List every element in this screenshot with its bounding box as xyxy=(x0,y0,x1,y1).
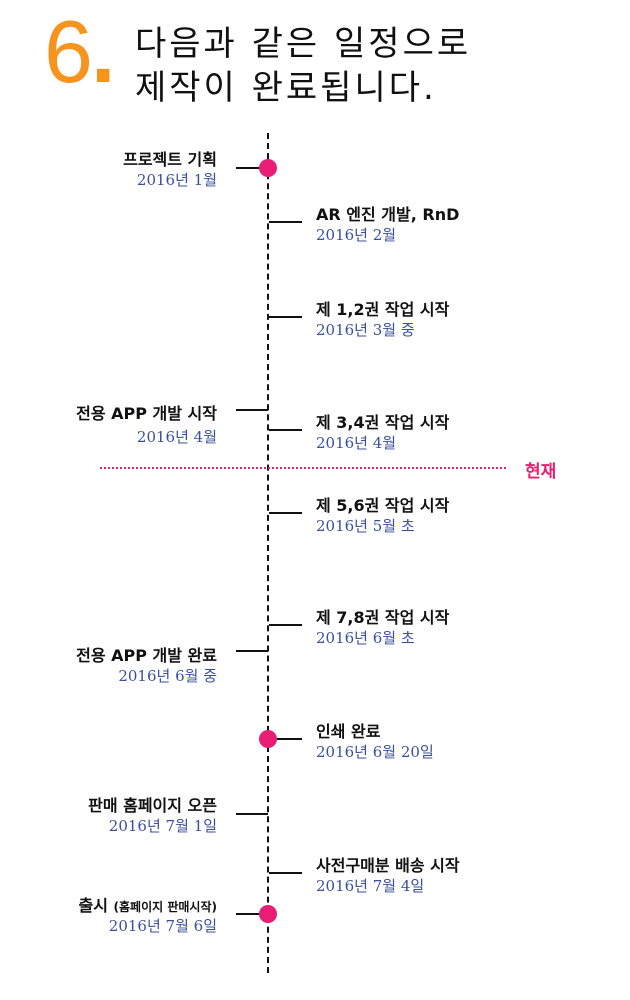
event-connector xyxy=(269,512,302,514)
event-date: 2016년 3월 중 xyxy=(316,321,415,339)
event-connector xyxy=(236,650,268,652)
event-connector xyxy=(269,624,302,626)
event-title: 전용 APP 개발 완료 xyxy=(76,642,217,666)
timeline-axis xyxy=(267,133,269,973)
milestone-dot-icon xyxy=(259,730,277,748)
event-connector xyxy=(269,429,302,431)
event-title: 판매 홈페이지 오픈 xyxy=(88,792,217,816)
page-title: 다음과 같은 일정으로 제작이 완료됩니다. xyxy=(135,22,471,110)
event-connector xyxy=(269,221,302,223)
event-date: 2016년 7월 6일 xyxy=(108,917,217,935)
event-date: 2016년 1월 xyxy=(136,171,217,189)
event-title-text: 판매 홈페이지 오픈 xyxy=(88,796,217,815)
step-number: 6. xyxy=(44,8,115,96)
current-date-line xyxy=(100,467,506,469)
event-connector xyxy=(236,913,268,915)
event-date: 2016년 7월 1일 xyxy=(108,817,217,835)
event-title: 전용 APP 개발 시작 xyxy=(76,400,217,424)
event-title: 제 3,4권 작업 시작 xyxy=(316,409,449,433)
event-title-text: 제 7,8권 작업 시작 xyxy=(316,608,450,627)
event-title-text: 프로젝트 기획 xyxy=(123,150,217,169)
event-title: 인쇄 완료 xyxy=(316,718,380,742)
event-date: 2016년 2월 xyxy=(316,226,397,244)
event-date: 2016년 5월 초 xyxy=(316,517,415,535)
event-title-text: 인쇄 완료 xyxy=(316,722,381,741)
event-title-text: 전용 APP 개발 완료 xyxy=(76,646,217,665)
step-number-digit: 6 xyxy=(44,2,93,101)
event-title-note: (홈페이지 판매시작) xyxy=(113,900,217,914)
event-date: 2016년 6월 중 xyxy=(118,667,217,685)
event-title: 제 7,8권 작업 시작 xyxy=(316,604,449,628)
event-connector xyxy=(236,409,268,411)
event-title: AR 엔진 개발, RnD xyxy=(316,201,459,225)
event-title-text: 제 5,6권 작업 시작 xyxy=(316,496,450,515)
event-date: 2016년 4월 xyxy=(316,434,397,452)
event-title: 프로젝트 기획 xyxy=(123,146,217,170)
step-number-dot: . xyxy=(90,2,115,101)
event-title: 제 1,2권 작업 시작 xyxy=(316,296,449,320)
event-date: 2016년 6월 초 xyxy=(316,629,415,647)
event-connector xyxy=(269,872,302,874)
event-date: 2016년 7월 4일 xyxy=(316,877,425,895)
event-title: 사전구매분 배송 시작 xyxy=(316,852,460,876)
event-title-text: 제 1,2권 작업 시작 xyxy=(316,300,450,319)
event-connector xyxy=(236,167,268,169)
event-date: 2016년 6월 20일 xyxy=(316,743,434,761)
event-title-text: 전용 APP 개발 시작 xyxy=(76,404,217,423)
current-date-label: 현재 xyxy=(525,462,557,482)
event-title: 출시 (홈페이지 판매시작) xyxy=(79,892,218,916)
event-title-text: 사전구매분 배송 시작 xyxy=(316,856,460,875)
title-line-1: 다음과 같은 일정으로 xyxy=(135,24,472,64)
event-connector xyxy=(269,316,302,318)
milestone-dot-icon xyxy=(259,159,277,177)
event-title-text: 제 3,4권 작업 시작 xyxy=(316,413,450,432)
event-title-text: 출시 xyxy=(78,896,108,915)
event-date: 2016년 4월 xyxy=(136,428,217,446)
event-title-text: AR 엔진 개발, RnD xyxy=(316,205,460,224)
milestone-dot-icon xyxy=(259,905,277,923)
event-connector xyxy=(269,738,302,740)
title-line-2: 제작이 완료됩니다. xyxy=(135,68,437,108)
event-title: 제 5,6권 작업 시작 xyxy=(316,492,449,516)
event-connector xyxy=(236,813,268,815)
